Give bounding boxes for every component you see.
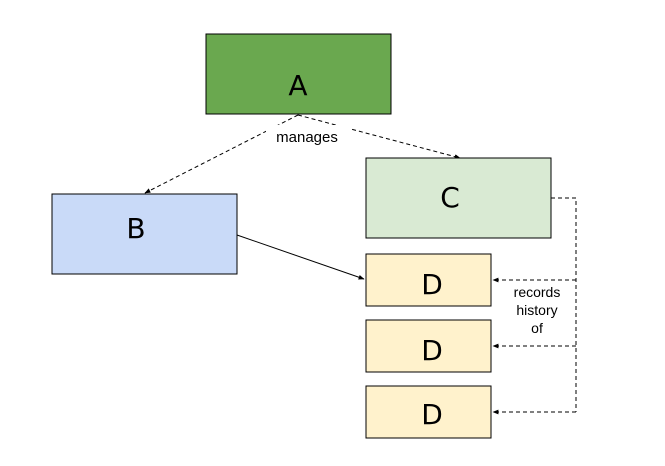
edge-label-records-line3: of bbox=[531, 320, 543, 336]
node-d2: D bbox=[365, 319, 492, 373]
node-b: B bbox=[51, 193, 238, 275]
node-d3-box bbox=[365, 385, 492, 439]
edge-label-records-line1: records bbox=[514, 284, 561, 300]
node-d1: D bbox=[365, 253, 492, 307]
node-d2-label: D bbox=[421, 334, 443, 367]
edge-label-records-line2: history bbox=[516, 302, 557, 318]
node-a-box bbox=[205, 33, 392, 115]
edge-label-manages: manages bbox=[276, 129, 338, 146]
node-a-label: A bbox=[288, 69, 307, 102]
node-d2-box bbox=[365, 319, 492, 373]
node-d3: D bbox=[365, 385, 492, 439]
node-d1-label: D bbox=[421, 268, 443, 301]
node-c-box bbox=[365, 157, 552, 239]
edge-b-to-d bbox=[236, 234, 365, 280]
node-b-box bbox=[51, 193, 238, 275]
node-b-label: B bbox=[126, 212, 145, 245]
edge-c-vertical-connector bbox=[551, 197, 577, 412]
node-a: A bbox=[205, 33, 392, 115]
node-c-label: C bbox=[440, 181, 460, 214]
node-c: C bbox=[365, 157, 552, 239]
manages-label-backdrop bbox=[266, 125, 350, 147]
node-d1-box bbox=[365, 253, 492, 307]
node-d3-label: D bbox=[421, 398, 443, 431]
